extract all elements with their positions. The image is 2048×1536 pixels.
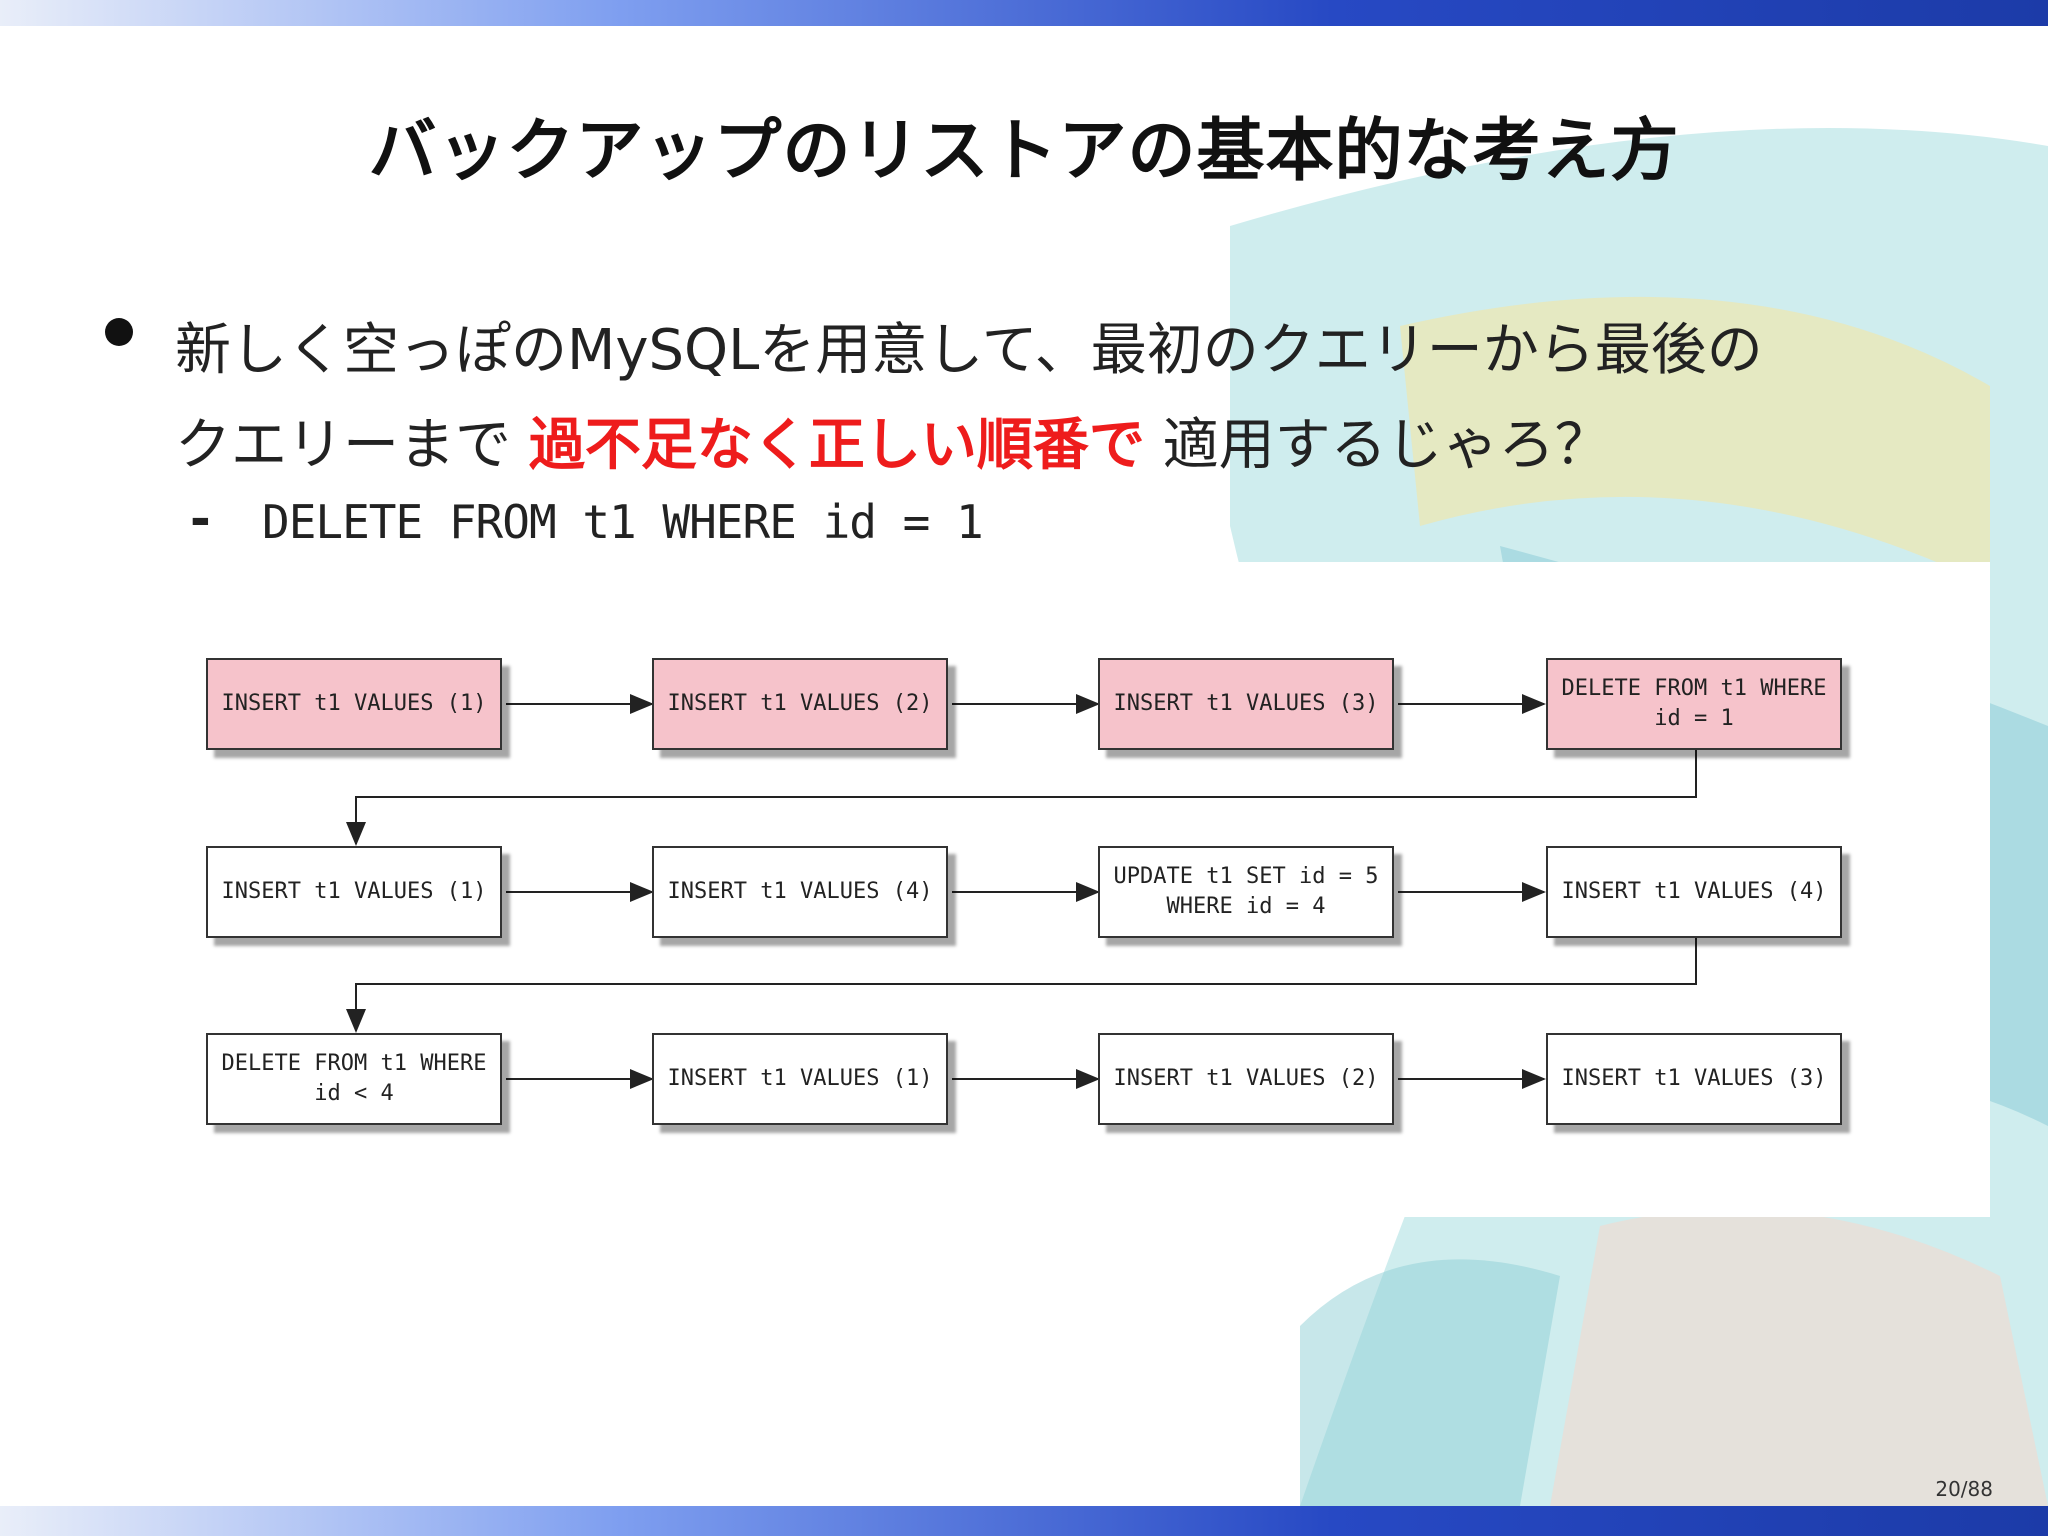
connector-wrap-1: [346, 750, 1697, 846]
emphasis-text: 過不足なく正しい順番で: [528, 413, 1145, 478]
query-flow-diagram: INSERT t1 VALUES (1) INSERT t1 VALUES (2…: [178, 562, 1990, 1217]
flow-node-r3-1: DELETE FROM t1 WHERE id < 4: [206, 1033, 502, 1125]
bullet-text-post: 適用するじゃろ？: [1144, 413, 1611, 478]
flow-node-r1-4: DELETE FROM t1 WHERE id = 1: [1546, 658, 1842, 750]
flow-node-r1-3: INSERT t1 VALUES (3): [1098, 658, 1394, 750]
top-gradient-bar: [0, 0, 2048, 26]
flow-node-r3-3: INSERT t1 VALUES (2): [1098, 1033, 1394, 1125]
bullet-text-line-2: クエリーまで 過不足なく正しい順番で 適用するじゃろ？: [175, 400, 1611, 481]
flow-connectors: [346, 694, 1697, 1089]
sub-bullet-dash: -: [190, 490, 211, 548]
flow-node-r3-4: INSERT t1 VALUES (3): [1546, 1033, 1842, 1125]
flow-node-r2-1: INSERT t1 VALUES (1): [206, 846, 502, 938]
flow-node-r1-1: INSERT t1 VALUES (1): [206, 658, 502, 750]
flow-node-r2-2: INSERT t1 VALUES (4): [652, 846, 948, 938]
flow-node-r2-3: UPDATE t1 SET id = 5 WHERE id = 4: [1098, 846, 1394, 938]
bullet-dot: [105, 318, 133, 346]
bullet-text-line-1: 新しく空っぽのMySQLを用意して、最初のクエリーから最後の: [175, 318, 1763, 383]
bullet-text-pre: クエリーまで: [175, 413, 529, 478]
flow-node-r2-4: INSERT t1 VALUES (4): [1546, 846, 1842, 938]
connector-wrap-2: [346, 938, 1697, 1033]
page-number: 20/88: [1935, 1477, 1993, 1501]
flow-node-r3-2: INSERT t1 VALUES (1): [652, 1033, 948, 1125]
slide-title: バックアップのリストアの基本的な考え方: [368, 112, 1680, 191]
flow-node-r1-2: INSERT t1 VALUES (2): [652, 658, 948, 750]
sub-bullet-code: DELETE FROM t1 WHERE id = 1: [262, 495, 984, 549]
bottom-gradient-bar: [0, 1506, 2048, 1536]
